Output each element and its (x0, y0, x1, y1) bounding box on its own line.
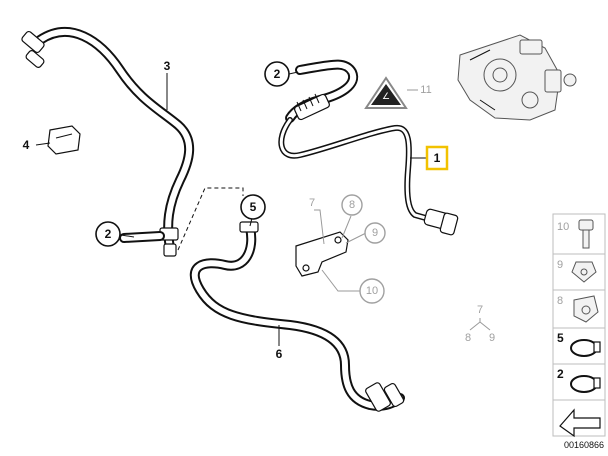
callout-5-label: 5 (250, 200, 257, 214)
hose-part-2-left[interactable] (119, 231, 165, 243)
panel-row-5[interactable]: 5 (552, 327, 606, 365)
hose-part-3[interactable] (21, 26, 195, 257)
callout-9[interactable]: 9 (364, 222, 386, 244)
callout-3-label: 3 (164, 59, 171, 73)
document-number: 00160866 (564, 440, 604, 450)
hose-part-6[interactable] (189, 221, 405, 412)
callout-7-label: 7 (309, 197, 315, 209)
group-label-right: 9 (489, 332, 495, 344)
panel-row-8[interactable]: 8 (552, 289, 606, 329)
group-label-left: 8 (465, 332, 471, 344)
dashed-grouping-lines (177, 187, 244, 251)
callout-4-label: 4 (23, 138, 30, 152)
group-label-top: 7 (477, 304, 483, 316)
small-parts-panel: 10 9 8 5 (552, 213, 606, 450)
callout-1-highlighted[interactable]: 1 (425, 145, 449, 171)
panel-row-10-num: 10 (557, 221, 569, 233)
panel-row-2[interactable]: 2 (552, 363, 606, 401)
callout-2-top-label: 2 (274, 67, 281, 81)
callout-8[interactable]: 8 (341, 194, 363, 216)
panel-row-2-num: 2 (557, 367, 564, 381)
callout-9-label: 9 (372, 227, 378, 239)
callout-2-top[interactable]: 2 (264, 61, 290, 87)
callout-8-label: 8 (349, 199, 355, 211)
callout-11[interactable]: 11 (420, 84, 431, 96)
panel-row-8-num: 8 (557, 295, 563, 307)
callout-5[interactable]: 5 (240, 194, 266, 220)
callout-6[interactable]: 6 (276, 347, 283, 361)
spring-clamp-icon (570, 375, 601, 393)
high-pressure-pump-image (457, 34, 577, 121)
callout-2-left[interactable]: 2 (95, 221, 121, 247)
callout-11-label: 11 (420, 84, 431, 96)
warning-symbol-text: ∠ (382, 91, 390, 101)
pipe-clamp-icon (573, 295, 599, 323)
callout-4[interactable]: 4 (23, 138, 30, 152)
callout-2-left-label: 2 (105, 227, 112, 241)
group-label-7-8-9: 7 8 9 (465, 304, 495, 344)
panel-row-9-num: 9 (557, 259, 563, 271)
bolt-icon (578, 219, 594, 249)
panel-row-10[interactable]: 10 (552, 213, 606, 255)
direction-arrow-icon (559, 408, 601, 438)
callout-3[interactable]: 3 (164, 59, 171, 73)
hose-clamp-icon (570, 339, 601, 357)
panel-row-5-num: 5 (557, 331, 564, 345)
callout-6-label: 6 (276, 347, 283, 361)
callout-10[interactable]: 10 (359, 278, 385, 304)
panel-row-arrow[interactable] (552, 399, 606, 438)
warning-triangle-icon: ∠ (364, 76, 408, 109)
callout-1-label: 1 (434, 151, 441, 165)
fuel-pipe-part-1[interactable] (278, 117, 459, 236)
callout-7[interactable]: 7 (309, 197, 315, 209)
clip-nut-icon (571, 261, 597, 283)
clip-part-4[interactable] (47, 125, 81, 155)
bracket-part-7[interactable] (295, 231, 349, 277)
panel-row-9[interactable]: 9 (552, 253, 606, 291)
hose-part-2-top[interactable] (285, 59, 359, 123)
callout-10-label: 10 (366, 285, 378, 297)
